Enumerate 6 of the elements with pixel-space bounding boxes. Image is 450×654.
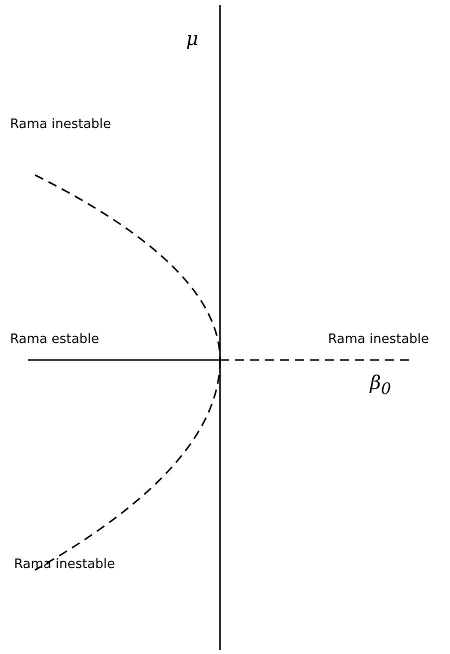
axis-label: β$_{0}$ [370,372,392,400]
branch-label: Rama inestable [328,332,430,348]
branch-label: Rama estable [10,332,100,348]
branch-label: Rama inestable [14,557,116,573]
axis-label: μ [186,28,198,50]
branch-label: Rama inestable [10,117,112,133]
